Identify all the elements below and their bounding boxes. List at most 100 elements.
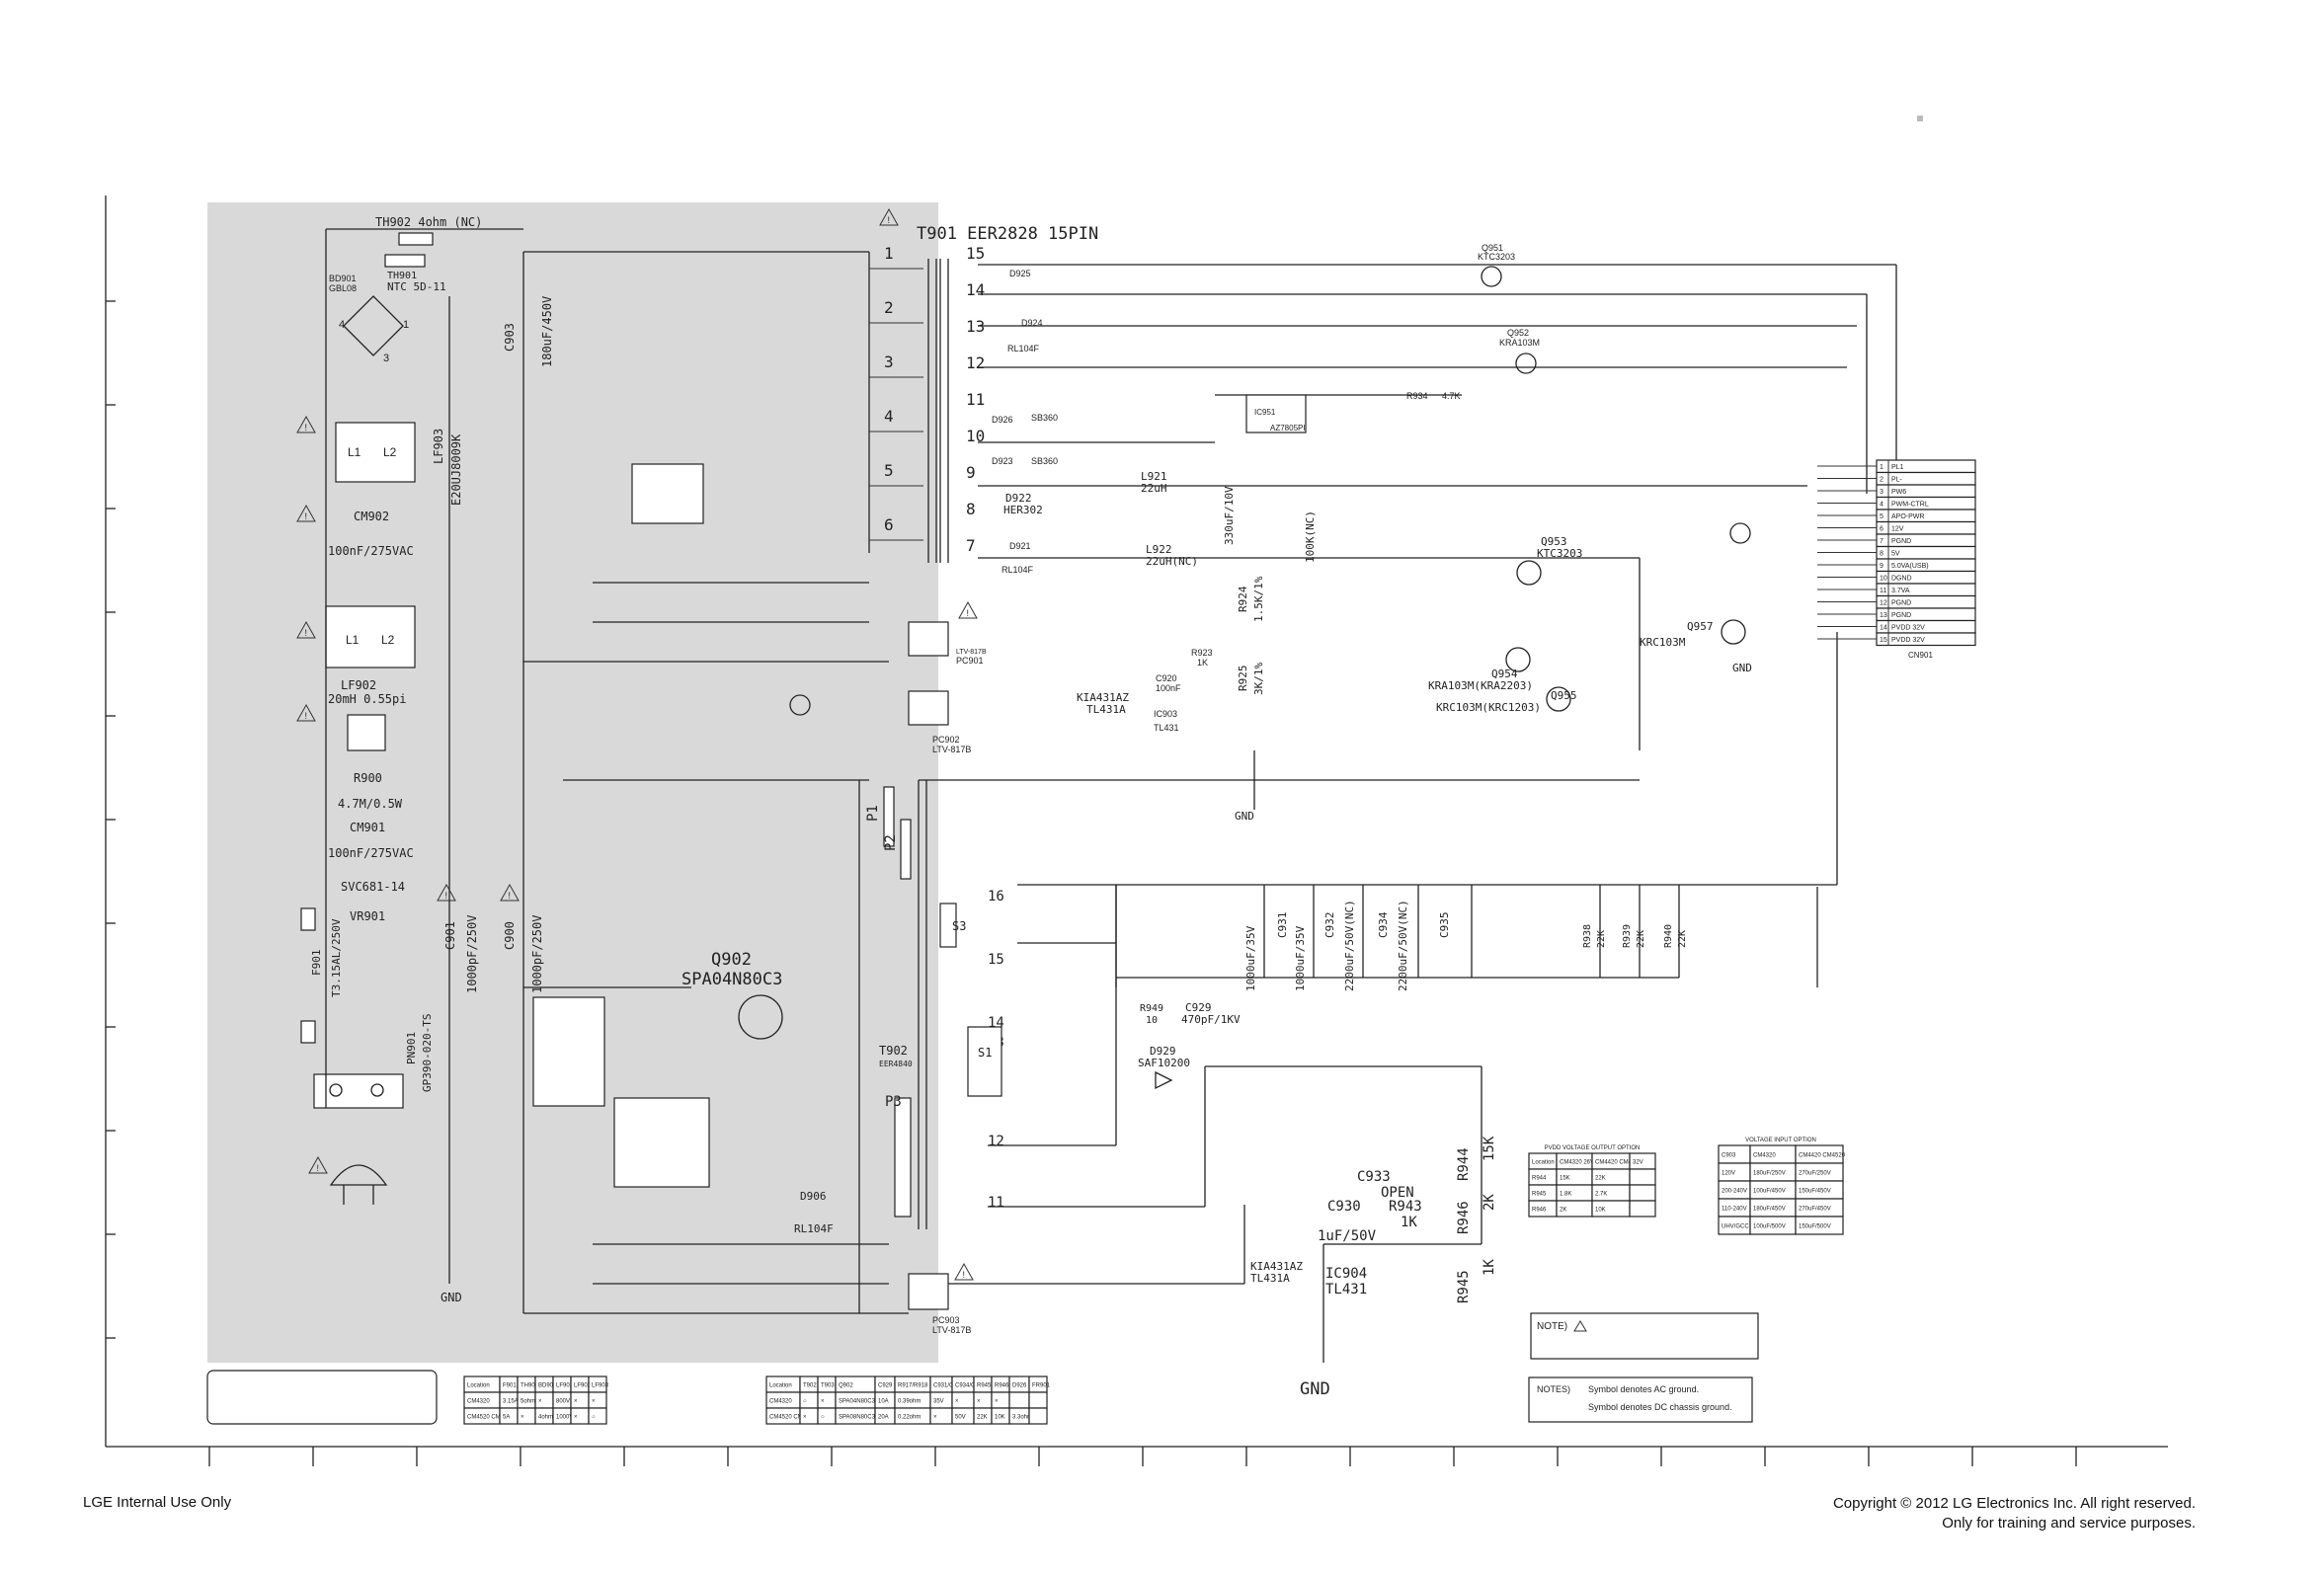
ic951-label: IC951	[1254, 408, 1276, 417]
warning-icon	[296, 415, 316, 433]
t901-primary-pin: 5	[884, 461, 894, 480]
r949-label: R949	[1140, 1003, 1163, 1014]
corner-mark	[1917, 116, 1923, 121]
cn901-pin-name: PVDD 32V	[1891, 625, 1925, 632]
svg-text:L2: L2	[383, 445, 397, 459]
r938-label: R938	[1582, 924, 1593, 948]
q902-label: Q902	[711, 950, 752, 970]
r925-label: R925	[1237, 666, 1249, 692]
c901-capacitor: C901 1000pF/250V	[443, 915, 479, 993]
table-cell-text: CM4520 CM4420	[467, 1414, 515, 1420]
table-header-text: CM4320	[1753, 1153, 1776, 1159]
d926-label: D926	[992, 415, 1013, 425]
c901-value: 1000pF/250V	[465, 915, 479, 993]
table-cell-text: 10K	[1595, 1207, 1606, 1213]
table-cell-text: ×	[955, 1398, 959, 1404]
ic903-label: IC903	[1154, 709, 1177, 719]
l922-label: L922	[1146, 543, 1172, 556]
warning-icon-mark: !	[305, 511, 308, 521]
c900-value: 1000pF/250V	[530, 915, 544, 993]
pn901-connector: PN901 GP390-020-TS	[313, 1014, 434, 1109]
cn901-pin-number: 10	[1880, 576, 1887, 583]
table-cell-text: 120V	[1722, 1171, 1735, 1177]
cn901-pin-number: 6	[1880, 526, 1883, 533]
table-cell-text: SPA08N80C3	[839, 1414, 876, 1420]
c931-value: 1000uF/35V	[1294, 925, 1307, 991]
c930b-value: 1000uF/35V	[1244, 925, 1257, 991]
table-cell-text: ×	[574, 1414, 578, 1420]
d925-label: D925	[1009, 269, 1031, 278]
d924-value: RL104F	[1007, 344, 1040, 354]
t901-title: T901 EER2828 15PIN	[917, 224, 1098, 244]
t902-pin: 16	[988, 889, 1004, 904]
table-cell	[1028, 1407, 1048, 1425]
c920-label: C920	[1156, 673, 1177, 683]
primary-side-shading	[207, 202, 938, 1363]
table-header-text: C931/C932	[933, 1382, 964, 1388]
table-header-text: R917/R918	[898, 1382, 928, 1388]
table-cell-text: 35V	[933, 1398, 944, 1404]
table-header-text: Location	[769, 1382, 792, 1388]
cn901-pin-number: 4	[1880, 502, 1883, 509]
table-cell-text: 3.15A	[503, 1398, 519, 1404]
r924-label: R924	[1237, 586, 1249, 612]
table-cell-text: ×	[977, 1398, 981, 1404]
c901-label: C901	[443, 921, 457, 950]
d926-value: SB360	[1031, 413, 1058, 423]
cn901-pin-number: 15	[1880, 637, 1887, 644]
cn901-pin-number: 8	[1880, 551, 1883, 558]
cm901-label: CM901	[350, 821, 385, 834]
footer-copyright-line2: Only for training and service purposes.	[1942, 1515, 2196, 1532]
c933-value: OPEN	[1381, 1185, 1414, 1201]
svg-text:1: 1	[403, 319, 409, 331]
table-header-text: LF901	[556, 1382, 574, 1388]
table-cell	[588, 1407, 607, 1425]
r924-value: 1.5K/1%	[1252, 576, 1265, 622]
cn901-pin-name: PGND	[1891, 538, 1911, 545]
d923-value: SB360	[1031, 456, 1058, 466]
warning-icon-mark: !	[509, 891, 512, 901]
q902-value: SPA04N80C3	[681, 970, 782, 989]
c932-label: C932	[1323, 912, 1336, 939]
note-box: NOTE)	[1530, 1312, 1759, 1360]
footer-copyright-line1: Copyright © 2012 LG Electronics Inc. All…	[1832, 1495, 2196, 1512]
pc902-value: LTV-817B	[932, 745, 971, 754]
table-cell-text: 10K	[995, 1414, 1005, 1420]
pc903-value: LTV-817B	[932, 1325, 971, 1335]
q902-mosfet: Q902 SPA04N80C3	[681, 950, 783, 1040]
c930-value: 1uF/50V	[1318, 1228, 1377, 1244]
q957-label: Q957	[1687, 620, 1714, 633]
table-cell-text: 0.39ohm	[898, 1398, 921, 1404]
c925-value: 330uF/10V	[1223, 486, 1236, 545]
table-cell-text: 1000V	[556, 1414, 573, 1420]
c903-value: 180uF/450V	[540, 296, 554, 367]
table-header-text: TH902	[521, 1382, 539, 1388]
table-cell	[1028, 1391, 1048, 1409]
f901-fuse: F901 T3.15AL/250V	[300, 907, 343, 1044]
ic903-part: KIA431AZ	[1077, 691, 1129, 704]
r900-label: R900	[354, 771, 382, 785]
q953-label: Q953	[1541, 535, 1567, 548]
f901-label: F901	[310, 950, 323, 977]
t901-primary-pin: 1	[884, 244, 894, 263]
warning-icon-mark: !	[305, 628, 308, 638]
note-ac-ground: Symbol denotes AC ground.	[1588, 1384, 1699, 1394]
r900-value: 4.7M/0.5W	[338, 797, 403, 811]
pc901-value: LTV-817B	[956, 649, 987, 656]
table-cell-text: 10A	[878, 1398, 889, 1404]
lf903-filter: L1 L2 LF903 E20UJ8009K	[335, 422, 463, 506]
ic904-part: KIA431AZ	[1250, 1260, 1303, 1273]
warning-icons: !!!!!!!!!!	[296, 207, 978, 1281]
c930-label: C930	[1327, 1199, 1361, 1215]
title-box	[206, 1370, 438, 1425]
cn901-pin-number: 12	[1880, 600, 1887, 607]
pc902-label: PC902	[932, 735, 960, 745]
cn901-pin-name: PWM-CTRL	[1891, 502, 1929, 509]
svc-label: SVC681-14	[341, 880, 405, 894]
r939-value: 22K	[1636, 930, 1646, 948]
cn901-pin-name: 5V	[1891, 551, 1900, 558]
table-cell-text: 15K	[1560, 1175, 1570, 1181]
c931-label: C931	[1276, 912, 1289, 939]
